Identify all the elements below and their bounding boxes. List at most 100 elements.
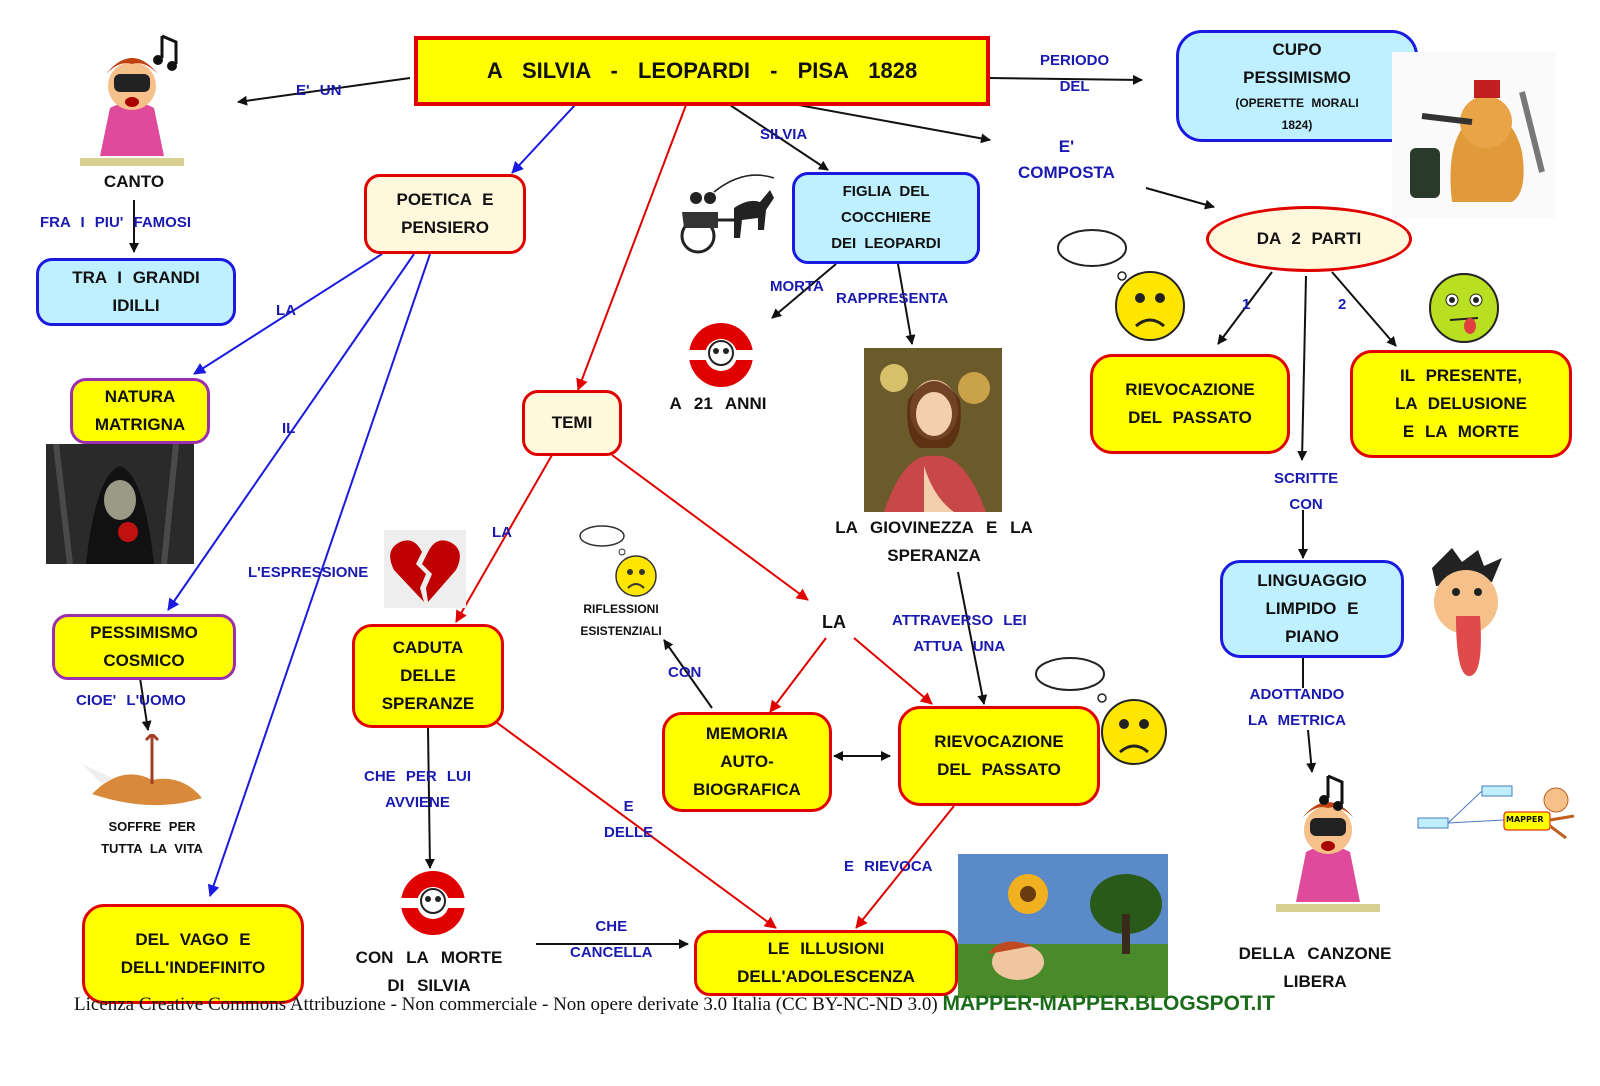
cupid-arrow-image [82,734,202,806]
node-text-line: PENSIERO [401,218,489,237]
line-pessimismo-soffre [139,677,152,731]
label-silvia: SILVIA [760,126,808,143]
node-text-line: IL PRESENTE, [1400,366,1522,385]
node-text-line: DELLE [400,666,456,685]
label-line: ATTRAVERSO LEI [892,612,1027,629]
node-text-line: 1824) [1281,118,1313,132]
line-title-temi [576,104,687,391]
label-line: CON [1289,496,1323,513]
node-text-line: IDILLI [112,296,160,315]
text-line: CON LA MORTE [355,948,503,967]
license-footer: Licenza Creative Commons Attribuzione - … [74,992,1275,1016]
node-text-line: PIANO [1285,627,1339,646]
title-text: A SILVIA - LEOPARDI - PISA 1828 [486,58,918,83]
line-giovinezza-rievocazione [957,571,988,705]
line-title-canto [237,77,411,106]
label-la-caduta: LA [492,524,512,541]
text-line: DELLA CANZONE [1238,944,1392,963]
line-parti-1 [1217,271,1273,345]
line-caduta-illusioni [495,721,777,929]
line-composta-parti [1145,187,1215,210]
text-line: LA GIOVINEZZA E LA [835,518,1033,537]
text-la-center: LA [822,612,846,632]
label-il: IL [282,420,296,437]
label-line: CHE PER LUI [364,768,472,785]
node-text-line: NATURA [104,387,176,406]
label-la-natura: LA [276,302,296,319]
label-line: DELLE [604,824,654,841]
label-line: ATTUA UNA [913,638,1006,655]
node-text-line: AUTO- [720,752,774,771]
node-text-line: PESSIMISMO [1243,68,1351,87]
label-2: 2 [1338,296,1347,313]
node-text-line: DEI LEOPARDI [831,235,941,252]
label-e-rievoca: E RIEVOCA [844,858,933,875]
label-line: CANCELLA [570,944,653,961]
horse-carriage-icon [680,174,775,254]
node-text-line: E LA MORTE [1402,422,1520,441]
label-line: AVVIENE [385,794,450,811]
text-giovinezza: LA GIOVINEZZA E LA SPERANZA [804,514,1064,570]
node-text-line: COSMICO [103,651,185,670]
label-rappresenta: RAPPRESENTA [836,290,949,307]
node-il-presente: IL PRESENTE, LA DELUSIONE E LA MORTE [1350,350,1572,458]
label-line: DEL [1059,78,1090,95]
label-cioe-luomo: CIOE' L'UOMO [76,692,186,709]
text-line: SPERANZA [887,546,981,565]
node-text-line: FIGLIA DEL [842,183,930,200]
sunflower-girl-image [958,854,1168,998]
line-poetica-vago [207,253,431,897]
node-rievocazione-del-passato-right: RIEVOCAZIONE DEL PASSATO [1090,354,1290,454]
node-text-line: DELL'ADOLESCENZA [737,967,915,986]
label-line: COMPOSTA [1018,163,1115,182]
tongue-out-man-icon [1432,548,1502,677]
node-cupo-pessimismo: CUPO PESSIMISMO (OPERETTE MORALI 1824) [1176,30,1418,142]
node-text-line: DEL VAGO E [135,930,251,949]
label-line: ADOTTANDO [1249,686,1345,703]
node-temi: TEMI [522,390,622,456]
text-canto: CANTO [103,172,165,191]
label-periodo-del: PERIODO DEL [1040,48,1109,100]
text-line: DI SILVIA [387,976,471,995]
node-linguaggio-limpido: LINGUAGGIO LIMPIDO E PIANO [1220,560,1404,658]
node-text-line: MEMORIA [705,724,789,743]
singing-girl-icon [80,34,184,166]
label-adottando: ADOTTANDO LA METRICA [1248,682,1346,734]
label-con: CON [668,664,702,681]
witch-apple-image [46,444,194,564]
thought-cloud-sad-face-icon [1057,229,1185,341]
label-line: E [623,798,634,815]
mapper-logo-icon [1417,785,1575,840]
label-scritte-con: SCRITTE CON [1274,466,1338,518]
skull-lifebuoy-icon [689,323,753,387]
node-le-illusioni: LE ILLUSIONI DELL'ADOLESCENZA [694,930,958,996]
node-text-line: MATRIGNA [94,415,186,434]
label-morta: MORTA [770,278,824,295]
node-text-line: SPERANZE [381,694,475,713]
line-caduta-avviene [424,727,435,869]
node-text-line: CADUTA [392,638,464,657]
node-tra-i-grandi-idilli: TRA I GRANDI IDILLI [36,258,236,326]
label-fra-i-piu-famosi: FRA I PIU' FAMOSI [40,214,192,231]
line-memoria-riflessioni [663,639,713,709]
tongue-face-icon [1429,273,1499,343]
node-text-line: LE ILLUSIONI [767,939,885,958]
node-da-2-parti: DA 2 PARTI [1206,206,1412,272]
site-link[interactable]: MAPPER-MAPPER.BLOGSPOT.IT [942,992,1276,1015]
node-text-line: DA 2 PARTI [1256,229,1362,248]
node-text-line: LA DELUSIONE [1395,394,1527,413]
line-title-figlia [729,104,829,171]
label-espressione: L'ESPRESSIONE [248,564,369,581]
node-rievocazione-del-passato-center: RIEVOCAZIONE DEL PASSATO [898,706,1100,806]
thought-cloud-sad-face-icon [579,525,657,597]
cat-with-gun-image [1392,52,1556,218]
node-caduta-delle-speranze: CADUTA DELLE SPERANZE [352,624,504,728]
label-e-un: E' UN [296,82,342,99]
text-a-21-anni: A 21 ANNI [669,394,767,413]
text-line: ESISTENZIALI [580,624,662,638]
label-e-delle: E DELLE [604,794,653,846]
line-figlia-rappresenta [897,263,916,345]
label-line: SCRITTE [1274,470,1339,487]
